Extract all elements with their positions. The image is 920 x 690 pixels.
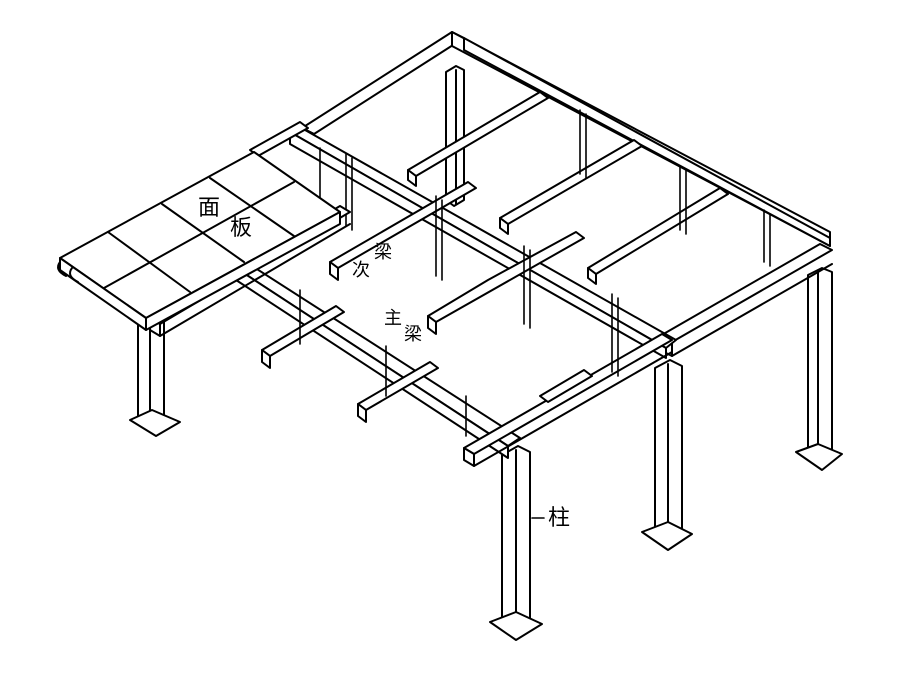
label-secondary-beam-2: 梁 bbox=[374, 242, 392, 263]
label-main-beam-2: 梁 bbox=[404, 324, 422, 345]
label-panel-1: 面 bbox=[198, 196, 221, 221]
column-right-back bbox=[795, 267, 843, 471]
label-panel-2: 板 bbox=[230, 216, 253, 241]
right-edge-beam bbox=[659, 243, 833, 357]
stiffeners bbox=[299, 109, 771, 437]
secondary-beams bbox=[261, 91, 729, 423]
column-front bbox=[489, 445, 543, 641]
label-main-beam-1: 主 bbox=[384, 308, 402, 329]
back-edge-beam bbox=[301, 31, 831, 247]
label-column: 柱 bbox=[548, 506, 571, 531]
floor-panels bbox=[57, 151, 341, 331]
column-middle-right bbox=[641, 359, 693, 551]
label-secondary-beam-1: 次 bbox=[352, 260, 370, 281]
front-edge-beam bbox=[463, 333, 673, 467]
